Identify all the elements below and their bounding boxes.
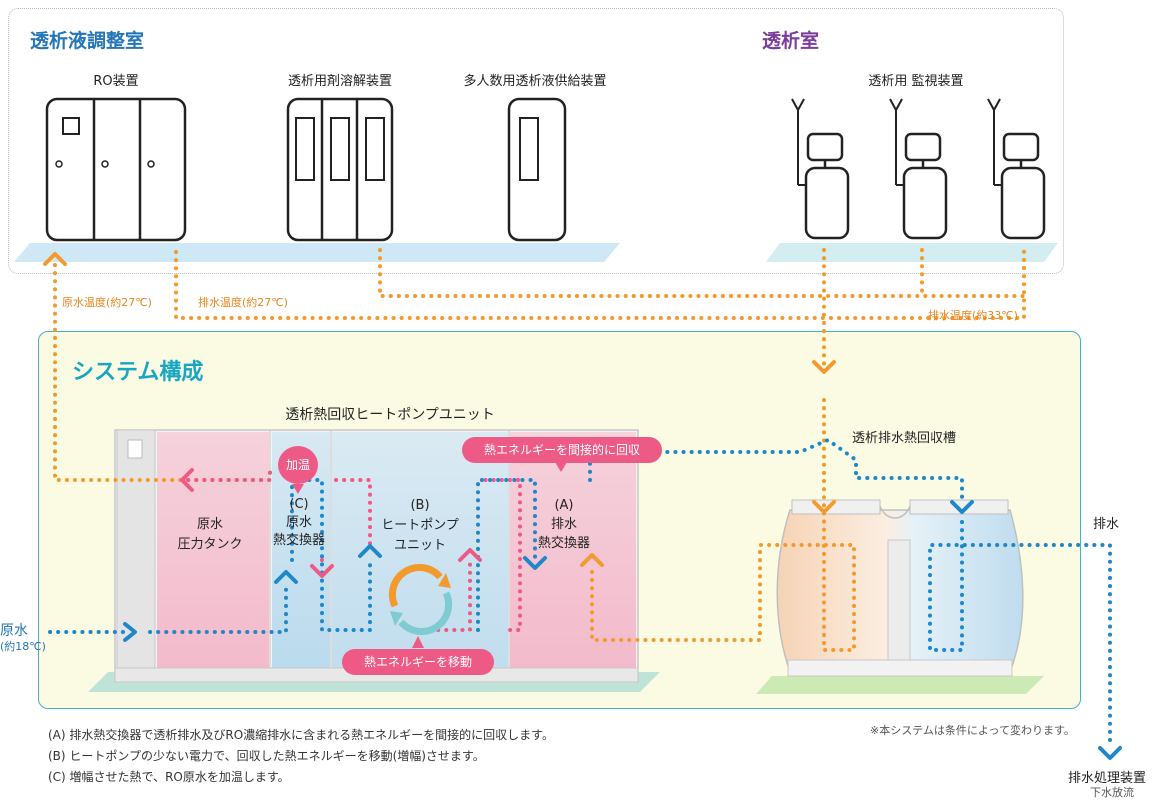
footnote-c: (C) 増幅させた熱で、RO原水を加温します。	[48, 770, 290, 784]
prep-room-floor	[14, 243, 620, 262]
a-line2: 熱交換器	[537, 536, 590, 551]
drain-temp-33-label: 排水温度(約33℃)	[928, 309, 1018, 322]
monitor-illustrations	[791, 98, 1046, 240]
recover-pill-tail	[555, 462, 567, 472]
c-label: (C)	[289, 497, 309, 512]
drain-plant-label: 排水処理装置	[1068, 771, 1147, 786]
heat-pump-unit-title: 透析熱回収ヒートポンプユニット	[285, 407, 495, 423]
move-pill-tail	[412, 636, 424, 648]
sewer-label: 下水放流	[1090, 786, 1134, 799]
c-line1: 原水	[285, 515, 312, 530]
tank-line2: 圧力タンク	[177, 537, 243, 552]
dialysis-room-floor	[766, 243, 1058, 262]
heat-pump-cycle-icon	[388, 564, 453, 635]
recover-energy-pill: 熱エネルギーを間接的に回収	[462, 437, 662, 463]
footnote-b: (B) ヒートポンプの少ない電力で、回収した熱エネルギーを移動(増幅)させます。	[48, 749, 485, 763]
dissolver-label: 透析用剤溶解装置	[287, 74, 392, 89]
flow-chevrons	[43, 252, 1122, 760]
c-line2: 熱交換器	[272, 533, 325, 548]
footnote-a: (A) 排水熱交換器で透析排水及びRO濃縮排水に含まれる熱エネルギーを間接的に回…	[48, 728, 554, 742]
heating-bubble: 加温	[278, 446, 318, 484]
raw-pressure-tank-label: 原水 圧力タンク	[170, 515, 250, 555]
prep-room-title: 透析液調整室	[30, 30, 145, 52]
top-room-frame	[8, 8, 1064, 274]
system-title: システム構成	[72, 360, 204, 385]
raw-water-temp-label: 原水温度(約27℃)	[62, 296, 152, 309]
raw-heat-exchanger-label: (C) 原水 熱交換器	[266, 496, 332, 550]
b-label: (B)	[410, 498, 430, 513]
dissolver-illustration	[286, 97, 394, 242]
tank-line1: 原水	[196, 517, 223, 532]
drain-label: 排水	[1093, 517, 1120, 532]
supply-device-illustration	[507, 97, 567, 242]
heat-recovery-tank-illustration	[776, 499, 1024, 677]
raw-water-temp-18: (約18℃)	[0, 640, 46, 653]
orange-flow-lines	[53, 248, 1026, 652]
monitor-label: 透析用 監視装置	[868, 74, 964, 89]
tank-floor	[756, 676, 1044, 694]
supply-label: 多人数用透析液供給装置	[463, 74, 607, 89]
raw-water-label: 原水	[0, 623, 28, 639]
drain-temp-27-label: 排水温度(約27℃)	[198, 296, 288, 309]
a-line1: 排水	[550, 517, 577, 532]
heat-pump-label: (B) ヒートポンプ ユニット	[372, 496, 468, 556]
conditions-note: ※本システムは条件によって変わります。	[870, 724, 1075, 737]
heating-bubble-tail	[292, 484, 304, 494]
ro-label: RO装置	[93, 74, 139, 89]
tank-title: 透析排水熱回収槽	[852, 431, 957, 446]
ro-device-illustration	[45, 97, 187, 242]
dialysis-room-title: 透析室	[762, 30, 820, 52]
b-line2: ユニット	[393, 538, 446, 553]
a-label: (A)	[554, 498, 574, 513]
move-energy-pill: 熱エネルギーを移動	[342, 649, 494, 675]
b-line1: ヒートポンプ	[381, 518, 459, 533]
drain-heat-exchanger-label: (A) 排水 熱交換器	[526, 496, 602, 553]
